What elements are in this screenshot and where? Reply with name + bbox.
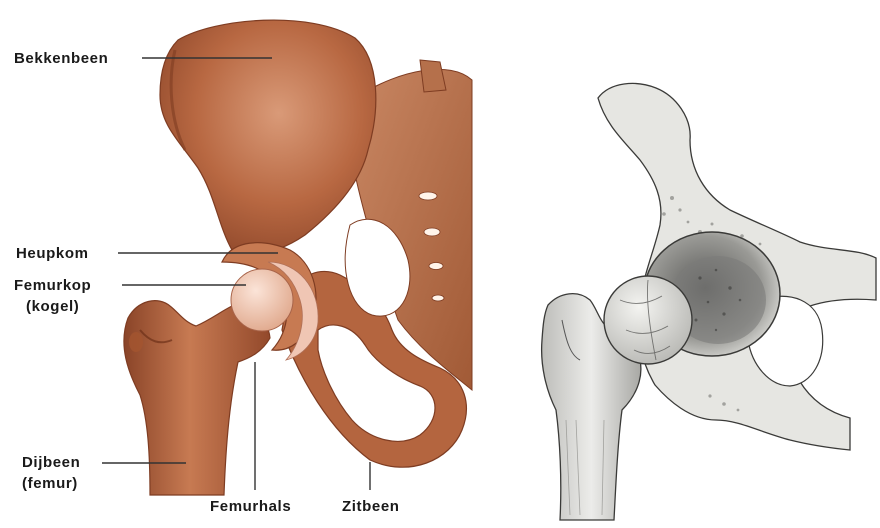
femur <box>124 301 270 495</box>
label-dijbeen-femur: (femur) <box>22 474 78 493</box>
label-bekkenbeen: Bekkenbeen <box>14 49 108 68</box>
femoral-head <box>231 269 293 331</box>
label-dijbeen: Dijbeen <box>22 453 80 472</box>
label-zitbeen: Zitbeen <box>342 497 400 516</box>
label-femurhals: Femurhals <box>210 497 291 516</box>
label-heupkom: Heupkom <box>16 244 89 263</box>
sketch-hip-illustration <box>542 83 876 520</box>
sketch-femoral-head <box>604 276 692 364</box>
ilium <box>160 20 376 253</box>
colored-hip-illustration <box>102 20 472 495</box>
label-femurkop-kogel: (kogel) <box>26 297 79 316</box>
label-femurkop: Femurkop <box>14 276 91 295</box>
